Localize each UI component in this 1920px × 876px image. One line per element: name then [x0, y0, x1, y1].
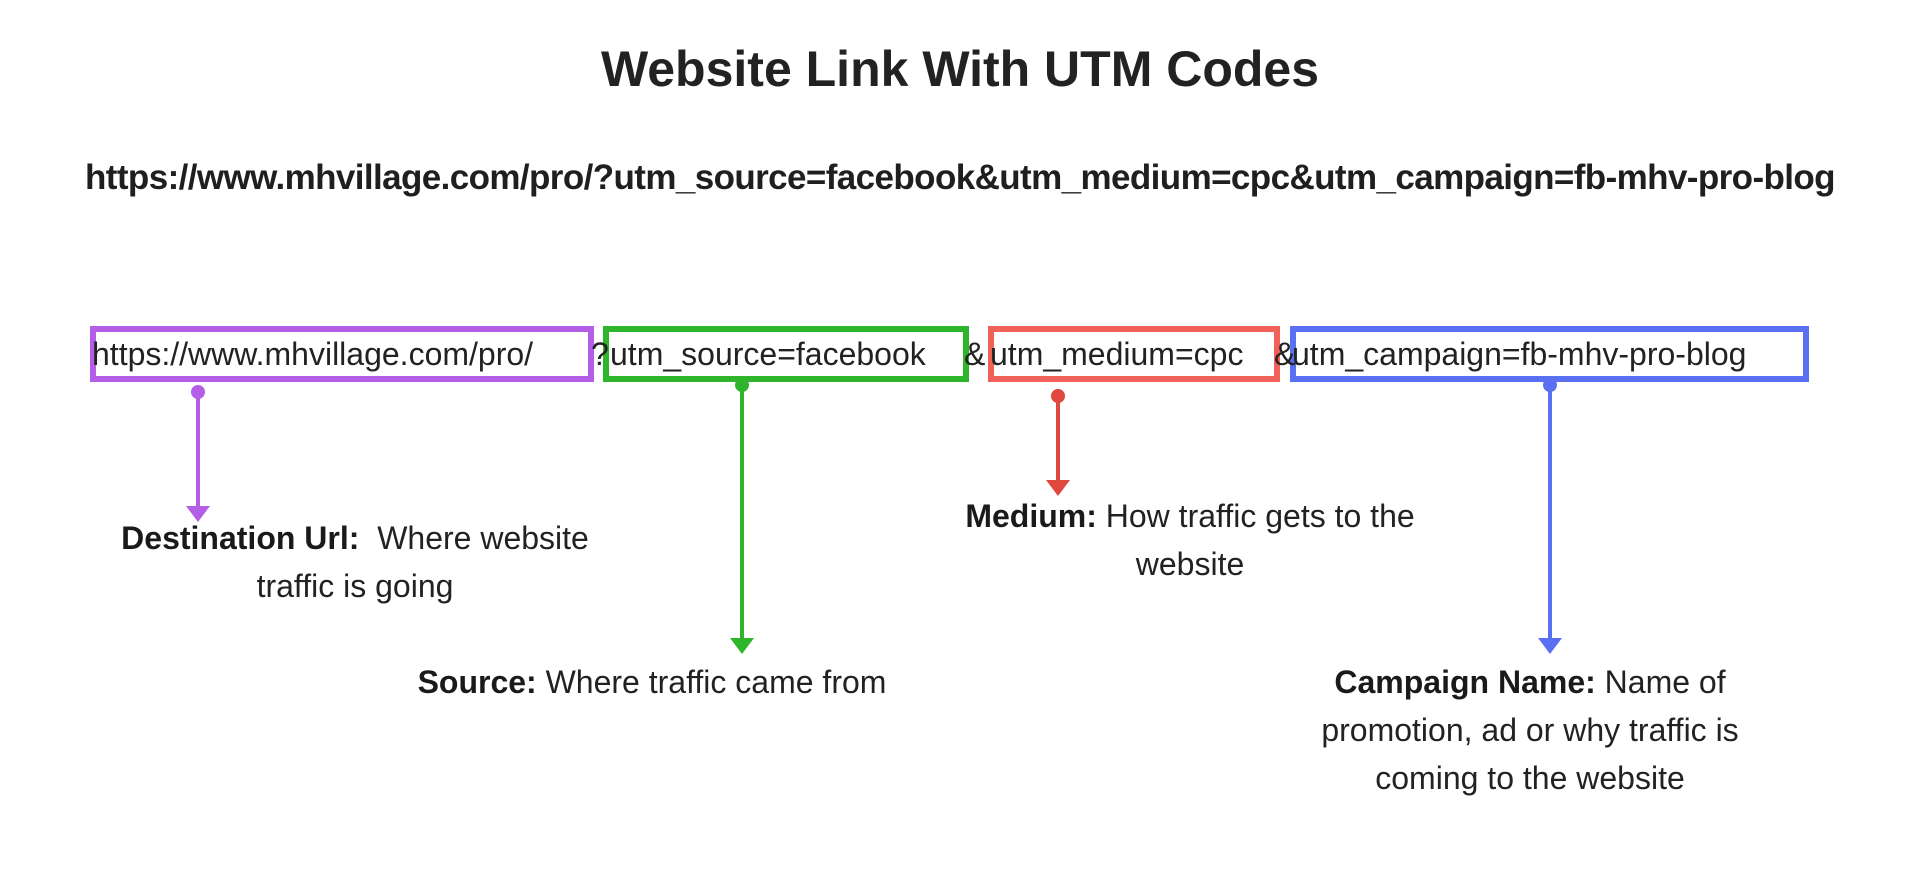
destination-term: Destination Url: — [121, 520, 360, 556]
destination-desc-line2: traffic is going — [256, 568, 454, 604]
source-term: Source: — [417, 664, 537, 700]
diagram-title: Website Link With UTM Codes — [600, 41, 1320, 97]
campaign-term: Campaign Name: — [1334, 664, 1596, 700]
medium-box — [988, 326, 1280, 382]
medium-desc-line1: How traffic gets to the — [1105, 498, 1415, 534]
full-url: https://www.mhvillage.com/pro/?utm_sourc… — [85, 158, 1836, 197]
destination-label: Destination Url: Where website traffic i… — [90, 514, 620, 610]
segment-separator-ampersand: & — [1274, 336, 1296, 372]
segment-destination: https://www.mhvillage.com/pro/ — [92, 336, 534, 372]
campaign-desc-line2: promotion, ad or why traffic is — [1321, 712, 1739, 748]
destination-desc-line1: Where website — [377, 520, 589, 556]
source-arrow — [730, 378, 754, 654]
campaign-desc-line1: Name of — [1604, 664, 1726, 700]
campaign-desc-line3: coming to the website — [1375, 760, 1685, 796]
segment-campaign: utm_campaign=fb-mhv-pro-blog — [1292, 336, 1747, 372]
campaign-label: Campaign Name: Name of promotion, ad or … — [1270, 658, 1790, 802]
segment-separator-ampersand: & — [964, 336, 986, 372]
source-box — [603, 326, 969, 382]
destination-box — [90, 326, 594, 382]
source-desc: Where traffic came from — [545, 664, 887, 700]
medium-label: Medium: How traffic gets to the website — [920, 492, 1460, 588]
url-segments: https://www.mhvillage.com/pro/ ? utm_sou… — [88, 324, 1828, 384]
segment-medium: utm_medium=cpc — [990, 336, 1244, 372]
destination-arrow — [186, 385, 210, 522]
medium-term: Medium: — [965, 498, 1097, 534]
segment-source: utm_source=facebook — [610, 336, 926, 372]
medium-desc-line2: website — [1135, 546, 1245, 582]
medium-arrow — [1046, 389, 1070, 496]
campaign-arrow — [1538, 378, 1562, 654]
segment-separator-question: ? — [591, 336, 609, 372]
source-label: Source: Where traffic came from — [380, 658, 924, 706]
